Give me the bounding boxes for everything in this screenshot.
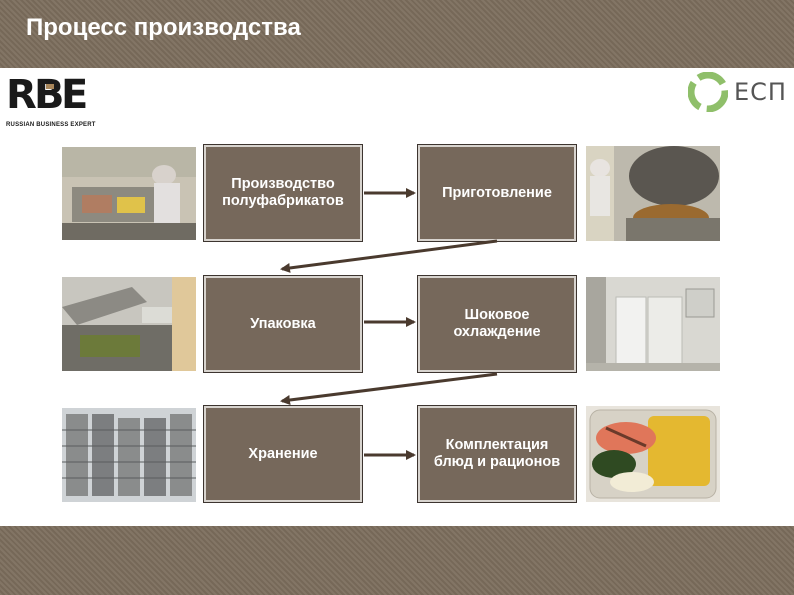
step-meal-assembly: Комплектация блюд и рационов — [417, 405, 577, 503]
svg-text:R: R — [6, 74, 37, 114]
rbe-logo: R B E RUSSIAN BUSINESS EXPERT — [6, 72, 126, 134]
photo-packaging — [62, 277, 196, 371]
photo-storage — [62, 408, 196, 502]
footer-band — [0, 526, 794, 595]
rbe-logo-subtitle: RUSSIAN BUSINESS EXPERT — [6, 122, 96, 128]
step-cooking: Приготовление — [417, 144, 577, 242]
page-title: Процесс производства — [26, 14, 301, 41]
photo-cooking — [586, 146, 720, 241]
esp-logo: ЕСП — [688, 72, 788, 112]
step-shock-cooling: Шоковое охлаждение — [417, 275, 577, 373]
rbe-logo-mark: R B E — [6, 72, 88, 118]
photo-semi-finished-production — [62, 147, 196, 240]
svg-text:E: E — [61, 74, 88, 114]
arrow-step4-to-step5 — [280, 372, 498, 405]
step-semi-finished-production: Производство полуфабрикатов — [203, 144, 363, 242]
step-storage: Хранение — [203, 405, 363, 503]
photo-meal-assembly — [586, 406, 720, 502]
esp-logo-text: ЕСП — [734, 78, 787, 106]
photo-shock-cooling — [586, 277, 720, 371]
arrow-step2-to-step3 — [280, 239, 498, 273]
svg-text:B: B — [34, 74, 65, 114]
header-band: Процесс производства — [0, 0, 794, 68]
step-packaging: Упаковка — [203, 275, 363, 373]
esp-logo-icon — [688, 72, 728, 112]
